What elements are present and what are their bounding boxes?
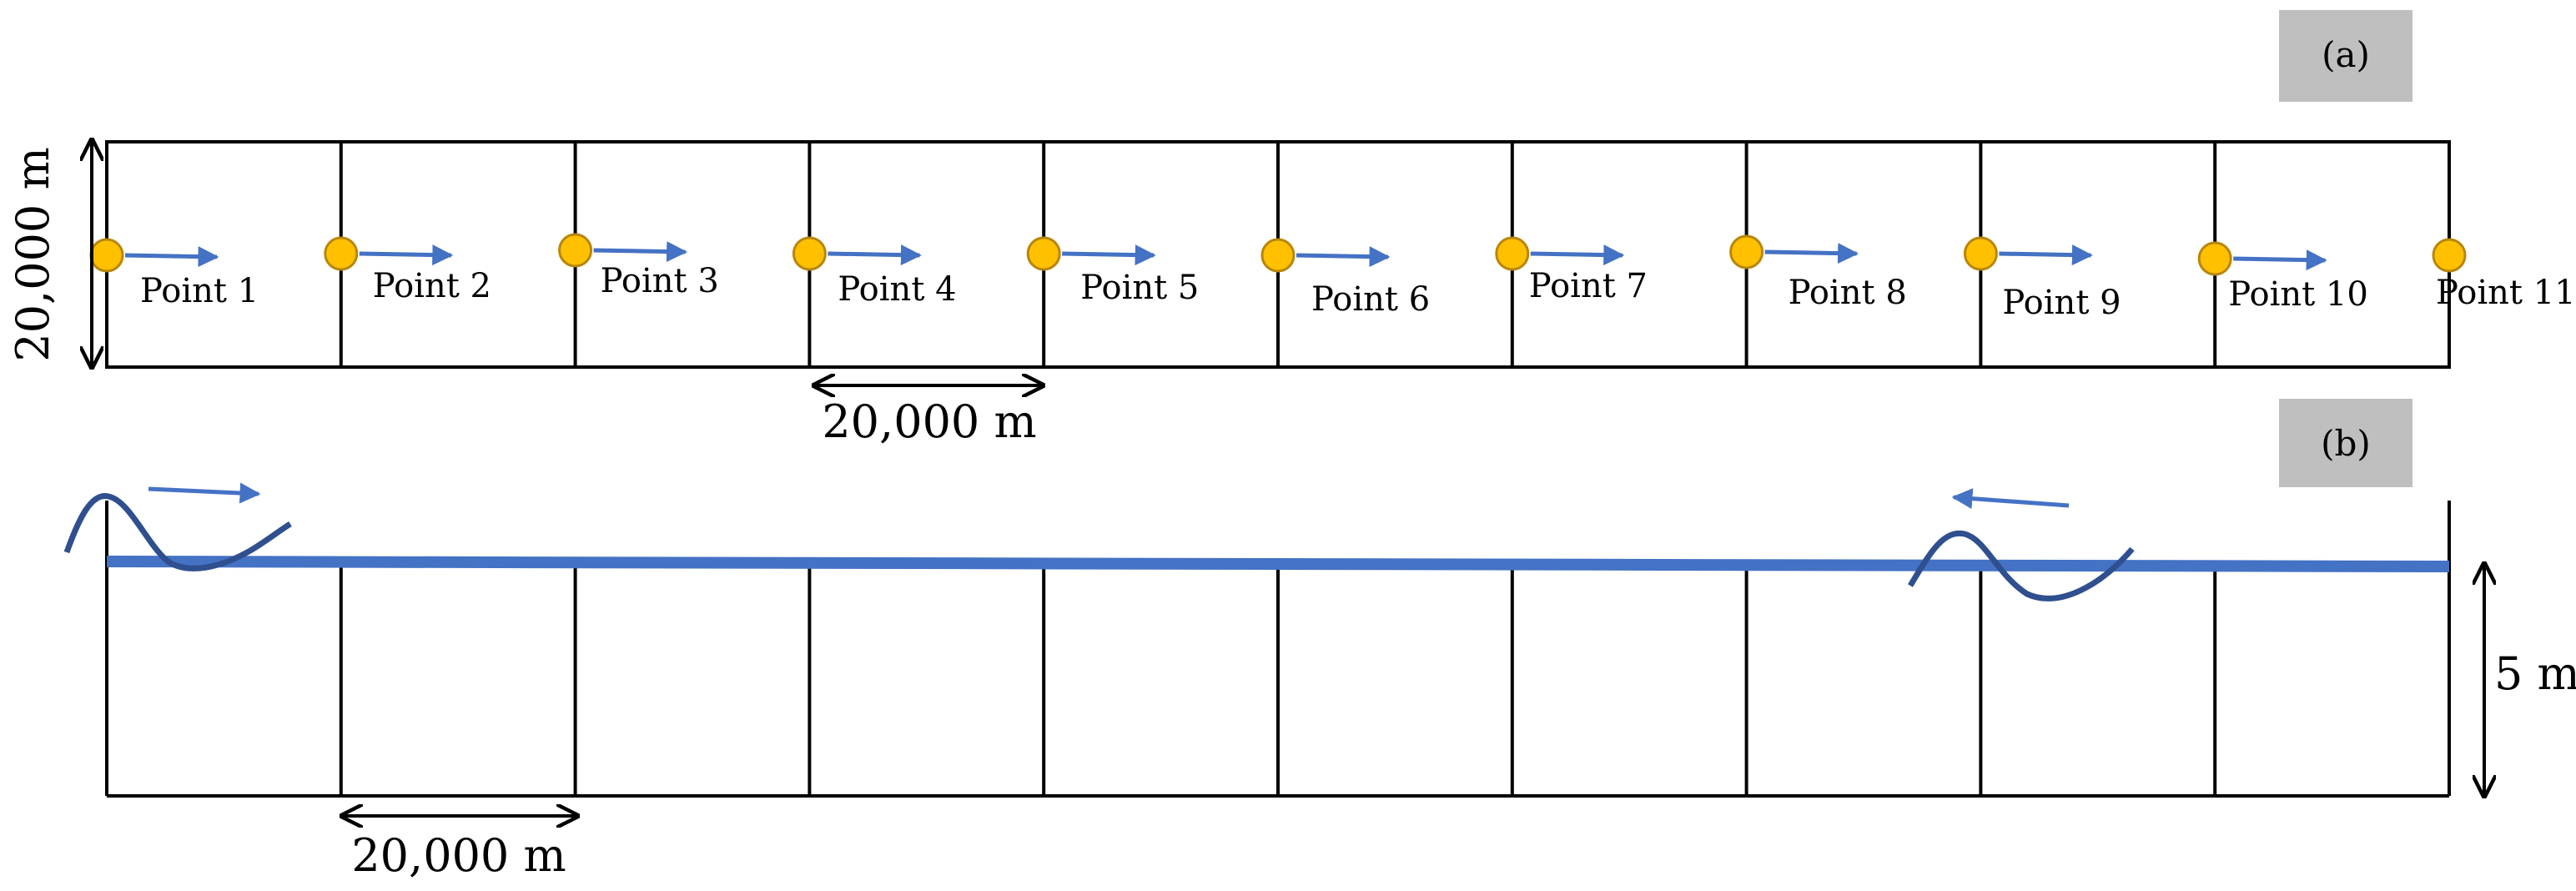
point-marker	[1963, 236, 1998, 271]
panel-a-height-label: 20,000 m	[7, 147, 59, 361]
flow-arrow	[593, 241, 688, 263]
point-label: Point 5	[1080, 269, 1199, 307]
point-9: Point 9	[1963, 236, 2121, 322]
flow-arrow	[124, 246, 219, 268]
panel-b-label: (b)	[2321, 423, 2371, 464]
point-marker	[792, 236, 827, 271]
panel-a-cell-width-label: 20,000 m	[822, 395, 1036, 448]
wave-right-direction-arrow	[1951, 488, 2070, 510]
point-marker	[324, 236, 359, 271]
point-label: Point 2	[373, 267, 491, 305]
point-marker	[1260, 238, 1296, 273]
panel-a-label-box	[2279, 10, 2412, 102]
panel-b-depth-label: 5 m	[2494, 647, 2576, 700]
point-8: Point 8	[1729, 234, 1907, 312]
point-label: Point 10	[2228, 275, 2368, 314]
point-marker	[1729, 234, 1764, 269]
point-label: Point 6	[1311, 280, 1430, 319]
point-marker	[1026, 236, 1061, 271]
point-label: Point 3	[601, 262, 719, 300]
point-marker	[2432, 238, 2467, 273]
wave-left	[63, 493, 292, 571]
point-10: Point 10	[2197, 241, 2368, 314]
flow-arrow	[1530, 244, 1625, 266]
point-4: Point 4	[792, 236, 957, 309]
wave-right	[1907, 530, 2135, 602]
panel-b: (b) 5 m 20,000 m	[63, 399, 2576, 882]
point-2: Point 2	[324, 236, 491, 305]
flow-arrow	[1999, 244, 2093, 266]
panel-b-cell-width-label: 20,000 m	[351, 829, 566, 882]
point-marker	[1495, 236, 1530, 271]
wave-left-direction-arrow	[148, 482, 261, 504]
flow-arrow	[2233, 249, 2327, 271]
point-label: Point 7	[1529, 267, 1648, 305]
panel-b-label-box	[2279, 399, 2412, 487]
point-marker	[2197, 241, 2232, 276]
point-label: Point 9	[2002, 284, 2121, 322]
point-label: Point 11	[2436, 274, 2576, 312]
panel-a-label: (a)	[2322, 34, 2370, 75]
flow-arrow	[828, 244, 922, 266]
point-7: Point 7	[1495, 236, 1648, 305]
panel-a-points: Point 1 Point 2 Point 3 Point 4 Point 5 Point…	[89, 233, 2576, 322]
panel-b-cell-dividers	[339, 564, 2217, 796]
point-6: Point 6	[1260, 238, 1430, 319]
point-3: Point 3	[558, 233, 719, 300]
water-surface	[106, 556, 2450, 572]
point-11: Point 11	[2432, 238, 2576, 312]
point-marker	[89, 238, 124, 273]
point-1: Point 1	[89, 238, 259, 310]
point-label: Point 4	[838, 270, 956, 309]
point-5: Point 5	[1026, 236, 1199, 307]
flow-arrow	[1764, 243, 1859, 264]
flow-arrow	[1296, 246, 1391, 268]
point-label: Point 8	[1789, 274, 1907, 312]
flow-arrow	[359, 244, 454, 266]
point-label: Point 1	[140, 272, 259, 310]
point-marker	[558, 233, 593, 268]
flow-arrow	[1062, 244, 1156, 266]
